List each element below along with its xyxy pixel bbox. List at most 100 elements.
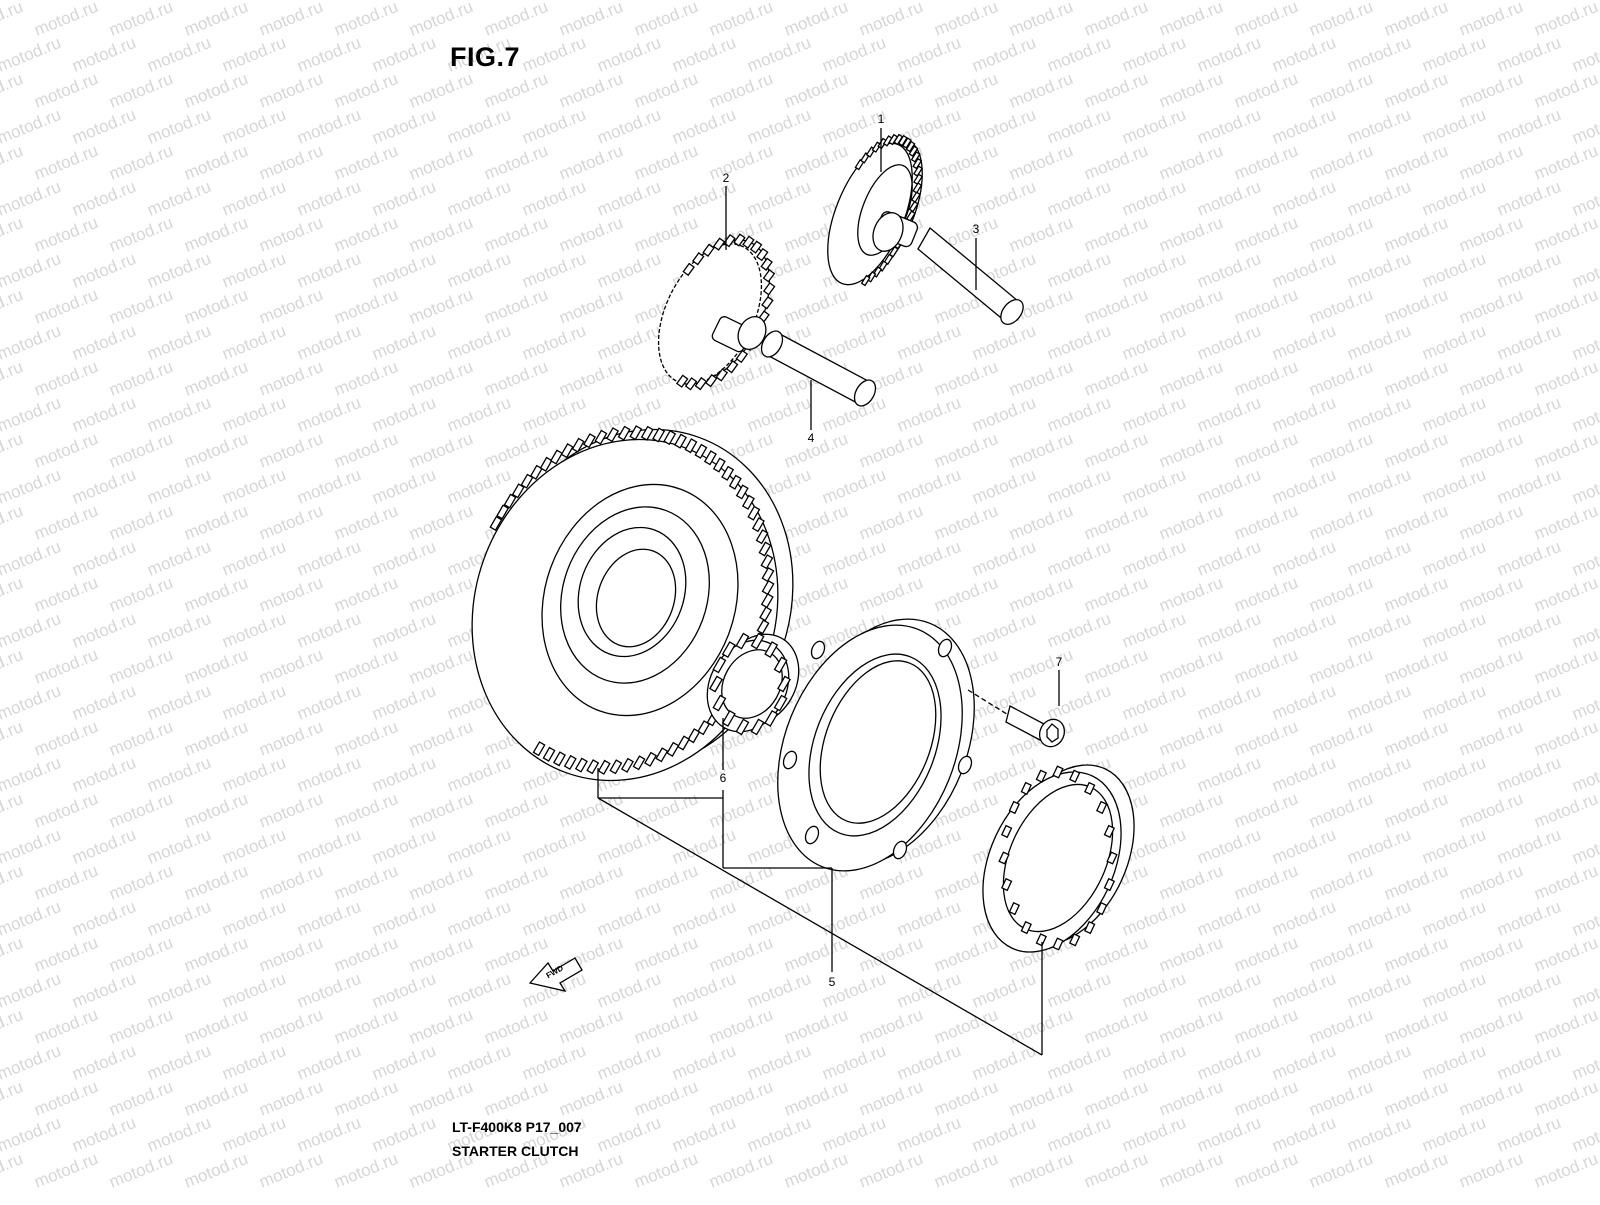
watermark-text: motod.ru <box>1531 213 1600 256</box>
watermark-text: motod.ru <box>631 69 700 112</box>
watermark-text: motod.ru <box>631 0 700 40</box>
watermark-text: motod.ru <box>1119 177 1188 220</box>
watermark-text: motod.ru <box>1006 141 1075 184</box>
watermark-text: motod.ru <box>481 933 550 976</box>
watermark-text: motod.ru <box>219 753 288 796</box>
watermark-text: motod.ru <box>1456 645 1525 688</box>
watermark-text: motod.ru <box>0 213 26 256</box>
watermark-text: motod.ru <box>444 969 513 1012</box>
watermark-text: motod.ru <box>1194 33 1263 76</box>
watermark-text: motod.ru <box>1269 33 1338 76</box>
watermark-text: motod.ru <box>1381 645 1450 688</box>
watermark-text: motod.ru <box>1344 897 1413 940</box>
watermark-text: motod.ru <box>1569 537 1600 580</box>
watermark-text: motod.ru <box>369 969 438 1012</box>
watermark-text: motod.ru <box>256 1005 325 1048</box>
watermark-text: motod.ru <box>1306 213 1375 256</box>
watermark-text: motod.ru <box>1494 105 1563 148</box>
watermark-text: motod.ru <box>0 825 64 868</box>
watermark-text: motod.ru <box>669 1113 738 1156</box>
watermark-text: motod.ru <box>1044 105 1113 148</box>
watermark-text: motod.ru <box>1194 537 1263 580</box>
figure-title: FIG.7 <box>450 42 521 72</box>
watermark-text: motod.ru <box>0 609 64 652</box>
watermark-text: motod.ru <box>1344 321 1413 364</box>
watermark-text: motod.ru <box>894 321 963 364</box>
watermark-text: motod.ru <box>0 249 64 292</box>
watermark-text: motod.ru <box>894 393 963 436</box>
watermark-text: motod.ru <box>556 1005 625 1048</box>
watermark-text: motod.ru <box>744 393 813 436</box>
watermark-text: motod.ru <box>369 753 438 796</box>
watermark-text: motod.ru <box>1531 861 1600 904</box>
watermark-text: motod.ru <box>1419 609 1488 652</box>
watermark-text: motod.ru <box>1419 1113 1488 1156</box>
watermark-text: motod.ru <box>744 1113 813 1156</box>
watermark-text: motod.ru <box>1081 933 1150 976</box>
watermark-text: motod.ru <box>1344 609 1413 652</box>
watermark-text: motod.ru <box>1381 213 1450 256</box>
watermark-text: motod.ru <box>1344 1041 1413 1084</box>
watermark-text: motod.ru <box>406 789 475 832</box>
watermark-text: motod.ru <box>181 1077 250 1120</box>
watermark-text: motod.ru <box>1381 1149 1450 1192</box>
watermark-text: motod.ru <box>1344 537 1413 580</box>
watermark-text: motod.ru <box>294 681 363 724</box>
watermark-text: motod.ru <box>1269 825 1338 868</box>
watermark-text: motod.ru <box>1456 1005 1525 1048</box>
watermark-text: motod.ru <box>69 681 138 724</box>
watermark-text: motod.ru <box>1231 501 1300 544</box>
watermark-text: motod.ru <box>1044 33 1113 76</box>
watermark-text: motod.ru <box>1456 861 1525 904</box>
watermark-text: motod.ru <box>144 177 213 220</box>
watermark-text: motod.ru <box>31 285 100 328</box>
watermark-text: motod.ru <box>894 33 963 76</box>
watermark-text: motod.ru <box>69 177 138 220</box>
watermark-text: motod.ru <box>1044 177 1113 220</box>
watermark-text: motod.ru <box>144 609 213 652</box>
watermark-text: motod.ru <box>69 393 138 436</box>
watermark-text: motod.ru <box>1344 177 1413 220</box>
watermark-text: motod.ru <box>219 681 288 724</box>
watermark-text: motod.ru <box>181 357 250 400</box>
watermark-text: motod.ru <box>69 249 138 292</box>
watermark-text: motod.ru <box>406 213 475 256</box>
watermark-text: motod.ru <box>69 825 138 868</box>
watermark-text: motod.ru <box>1569 1113 1600 1156</box>
watermark-text: motod.ru <box>106 357 175 400</box>
watermark-text: motod.ru <box>1306 861 1375 904</box>
watermark-text: motod.ru <box>369 681 438 724</box>
watermark-text: motod.ru <box>219 465 288 508</box>
watermark-text: motod.ru <box>1456 357 1525 400</box>
watermark-text: motod.ru <box>0 69 26 112</box>
watermark-text: motod.ru <box>1306 69 1375 112</box>
watermark-text: motod.ru <box>1344 105 1413 148</box>
watermark-text: motod.ru <box>1269 105 1338 148</box>
watermark-text: motod.ru <box>1419 969 1488 1012</box>
watermark-text: motod.ru <box>894 1041 963 1084</box>
watermark-text: motod.ru <box>894 537 963 580</box>
watermark-text: motod.ru <box>706 0 775 40</box>
watermark-text: motod.ru <box>819 465 888 508</box>
watermark-text: motod.ru <box>1419 249 1488 292</box>
watermark-text: motod.ru <box>1269 249 1338 292</box>
watermark-text: motod.ru <box>181 1149 250 1192</box>
watermark-text: motod.ru <box>856 501 925 544</box>
watermark-text: motod.ru <box>1119 681 1188 724</box>
watermark-text: motod.ru <box>31 213 100 256</box>
watermark-text: motod.ru <box>106 861 175 904</box>
watermark-text: motod.ru <box>1156 429 1225 472</box>
watermark-text: motod.ru <box>1381 429 1450 472</box>
watermark-text: motod.ru <box>969 465 1038 508</box>
watermark-text: motod.ru <box>256 1077 325 1120</box>
watermark-text: motod.ru <box>1306 645 1375 688</box>
watermark-text: motod.ru <box>781 1149 850 1192</box>
watermark-text: motod.ru <box>331 141 400 184</box>
watermark-text: motod.ru <box>1119 609 1188 652</box>
watermark-text: motod.ru <box>1569 321 1600 364</box>
watermark-text: motod.ru <box>1456 213 1525 256</box>
watermark-text: motod.ru <box>1456 1149 1525 1192</box>
watermark-text: motod.ru <box>556 213 625 256</box>
watermark-text: motod.ru <box>331 1005 400 1048</box>
watermark-text: motod.ru <box>31 141 100 184</box>
